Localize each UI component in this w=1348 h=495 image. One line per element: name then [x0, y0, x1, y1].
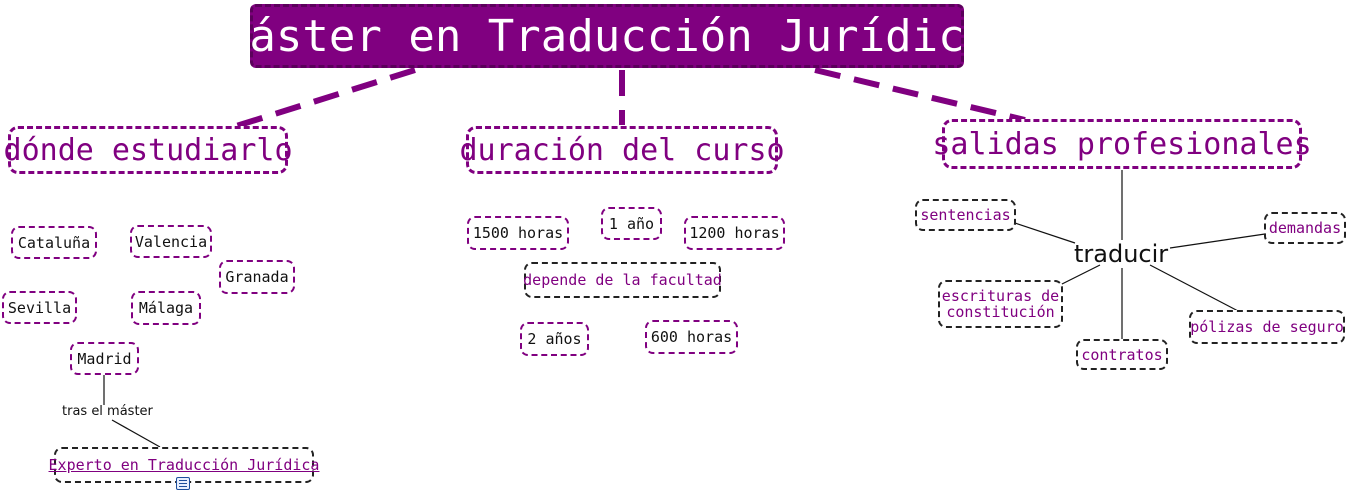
branch-where-node[interactable]: dónde estudiarlo — [4, 126, 293, 174]
label-to-expert-line — [111, 419, 161, 448]
title-to-careers-line — [814, 67, 1026, 123]
leaf-cataluna-text: Cataluña — [17, 233, 91, 252]
leaf-1500-hours-text: 1500 horas — [472, 224, 564, 242]
leaf-2-years[interactable]: 2 años — [520, 322, 589, 356]
hub-to-sentencias-line — [1011, 221, 1076, 244]
leaf-contratos-text: contratos — [1081, 345, 1163, 364]
leaf-depends-faculty[interactable]: depende de la facultad — [523, 262, 722, 298]
leaf-demandas[interactable]: demandas — [1264, 212, 1346, 244]
map-title[interactable]: Máster en Traducción Jurídica — [223, 4, 991, 68]
leaf-polizas-text: pólizas de seguro — [1190, 318, 1344, 336]
hub-to-demandas-line — [1169, 233, 1266, 249]
branch-careers-text: salidas profesionales — [932, 126, 1312, 162]
leaf-malaga-text: Málaga — [138, 299, 194, 317]
branch-careers-node[interactable]: salidas profesionales — [932, 119, 1312, 169]
leaf-madrid-text: Madrid — [77, 349, 132, 368]
leaf-valencia-text: Valencia — [134, 232, 208, 251]
leaf-escrituras[interactable]: escrituras de constitución — [938, 280, 1063, 328]
leaf-contratos[interactable]: contratos — [1076, 339, 1168, 370]
leaf-sentencias-text: sentencias — [920, 206, 1011, 224]
hub-translate[interactable]: traducir — [1074, 240, 1169, 268]
leaf-1200-hours[interactable]: 1200 horas — [684, 216, 785, 250]
hub-to-escrituras-line — [1059, 264, 1101, 286]
leaf-cataluna[interactable]: Cataluña — [11, 226, 97, 259]
leaf-600-hours[interactable]: 600 horas — [645, 320, 738, 354]
hub-to-polizas-line — [1149, 264, 1241, 313]
expert-link[interactable]: Experto en Traducción Jurídica — [48, 456, 320, 474]
branch-duration-text: duración del curso — [459, 132, 785, 168]
leaf-sevilla-text: Sevilla — [7, 298, 72, 317]
branch-where-text: dónde estudiarlo — [3, 132, 293, 168]
leaf-madrid[interactable]: Madrid — [70, 342, 139, 375]
map-title-text: Máster en Traducción Jurídica — [222, 10, 992, 62]
leaf-malaga[interactable]: Málaga — [131, 291, 201, 325]
leaf-1500-hours[interactable]: 1500 horas — [467, 216, 569, 250]
leaf-1200-hours-text: 1200 horas — [689, 224, 780, 242]
document-icon[interactable] — [176, 477, 190, 490]
title-to-where-line — [229, 67, 416, 131]
leaf-demandas-text: demandas — [1268, 219, 1342, 237]
leaf-granada[interactable]: Granada — [219, 260, 295, 294]
leaf-sevilla[interactable]: Sevilla — [2, 291, 77, 324]
leaf-escrituras-line-1: escrituras de — [941, 287, 1060, 305]
leaf-sentencias[interactable]: sentencias — [915, 199, 1016, 231]
leaf-1-year-text: 1 año — [608, 214, 655, 233]
leaf-polizas[interactable]: pólizas de seguro — [1189, 310, 1345, 344]
leaf-600-hours-text: 600 horas — [650, 328, 733, 346]
leaf-escrituras-line-2: constitución — [946, 303, 1055, 321]
leaf-granada-text: Granada — [225, 268, 289, 286]
leaf-depends-faculty-text: depende de la facultad — [523, 271, 722, 289]
leaf-2-years-text: 2 años — [527, 330, 582, 348]
leaf-1-year[interactable]: 1 año — [601, 207, 662, 240]
link-label-after-master: tras el máster — [62, 404, 153, 419]
leaf-valencia[interactable]: Valencia — [130, 225, 212, 258]
branch-duration-node[interactable]: duración del curso — [459, 126, 785, 174]
